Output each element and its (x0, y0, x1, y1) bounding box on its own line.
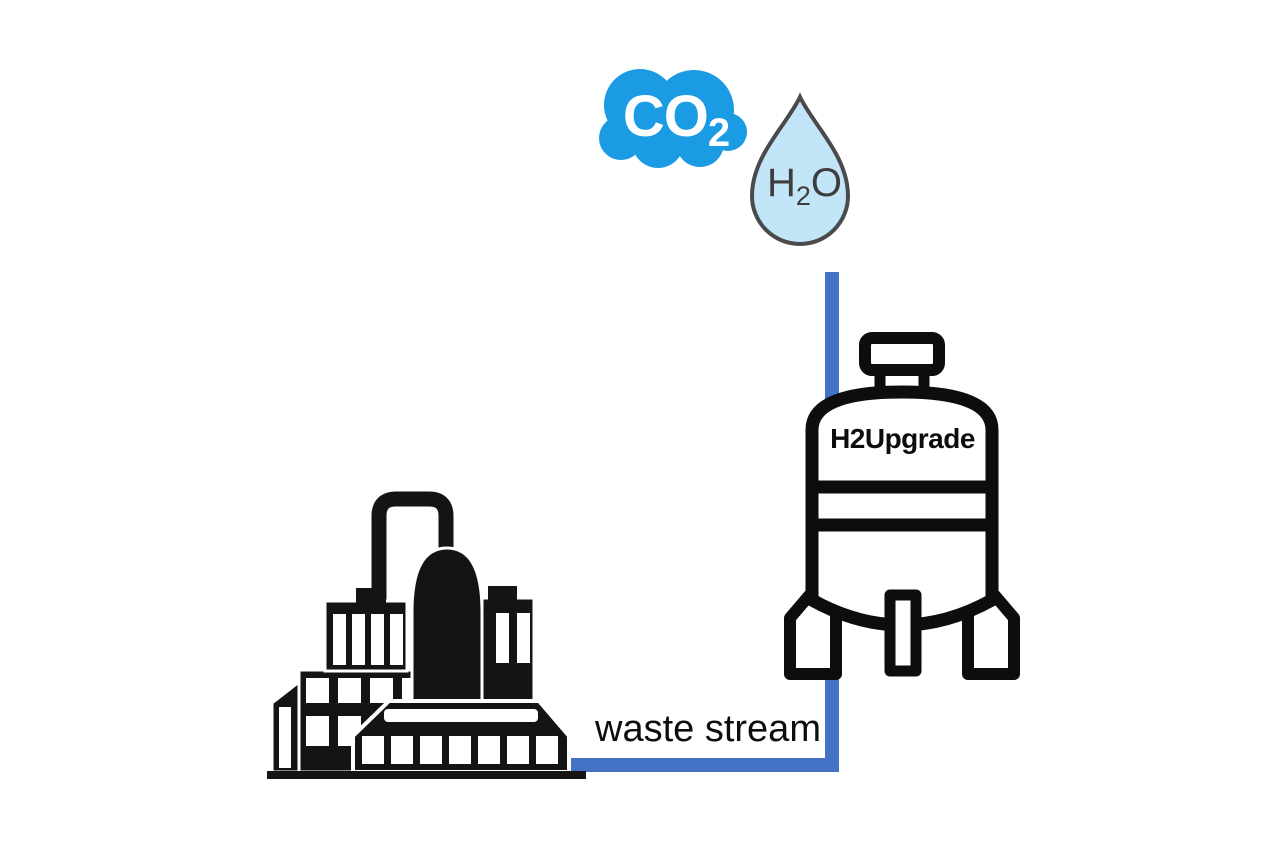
reactor-cap (859, 332, 945, 376)
waste-stream-label: waste stream (595, 708, 821, 750)
factory-warehouse-windows (362, 736, 558, 764)
h2o-formula-end: O (810, 160, 843, 205)
co2-formula-main: CO (622, 83, 709, 149)
waste-stream-pipe (565, 272, 839, 772)
reactor-vessel (805, 385, 999, 632)
factory-upper-building-chimney (356, 588, 386, 603)
factory-left-tower-window (279, 707, 291, 768)
water-drop-icon (749, 92, 851, 246)
co2-cloud-icon (599, 69, 747, 168)
factory-ground-line (267, 771, 586, 779)
h2o-formula-subscript: 2 (795, 180, 811, 211)
factory-right-building-vent (488, 586, 517, 600)
reactor-label: H2Upgrade (830, 423, 975, 454)
h2o-formula-main: H (766, 160, 796, 205)
factory-pipe-arch (371, 491, 454, 600)
factory-warehouse-roof-stripe (384, 709, 538, 722)
factory-right-building-windows (496, 613, 530, 663)
reactor-outlet (884, 589, 922, 677)
factory-upper-building-windows (333, 614, 403, 665)
reactor-tank-icon (784, 332, 1020, 680)
factory-icon (267, 491, 586, 779)
co2-formula-subscript: 2 (707, 110, 730, 155)
